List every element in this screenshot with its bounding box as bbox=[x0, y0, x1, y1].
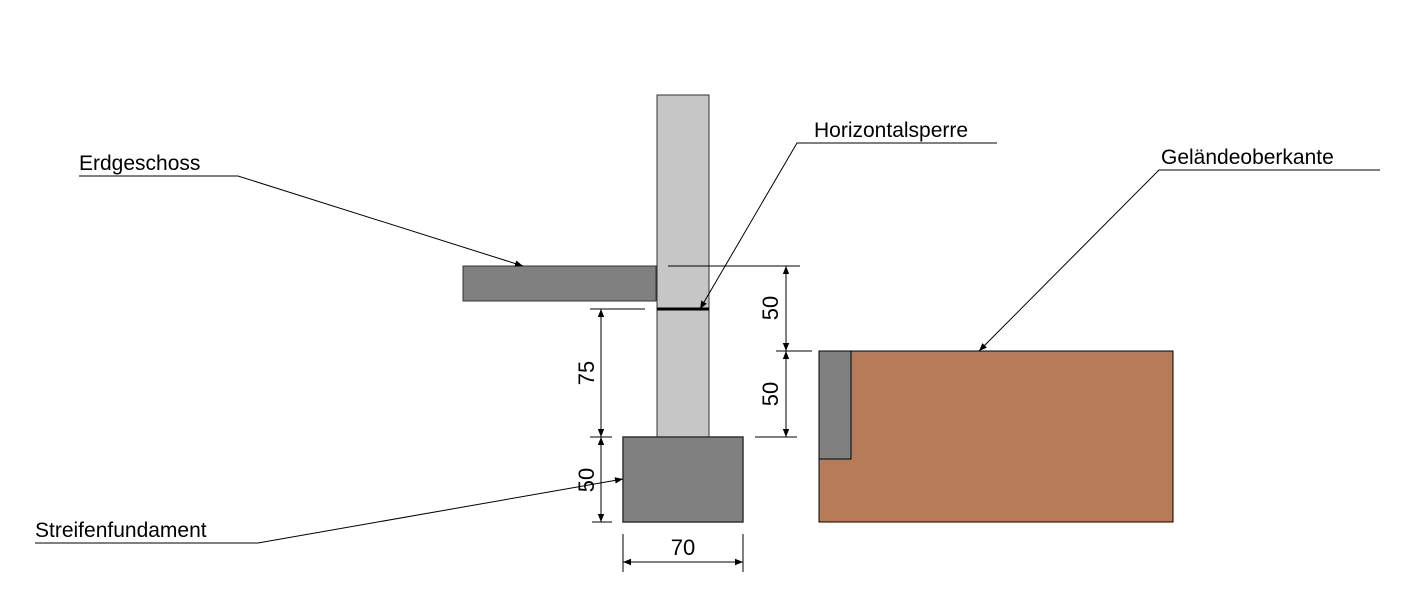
dim-left-lower: 50 bbox=[574, 468, 599, 492]
leader-streifenfundament bbox=[35, 477, 624, 544]
label-gelaendeoberkante: Geländeoberkante bbox=[1161, 146, 1334, 169]
label-horizontalsperre: Horizontalsperre bbox=[814, 119, 968, 142]
floor-slab bbox=[462, 265, 657, 302]
right-dimension bbox=[668, 265, 812, 438]
dim-upper-right: 50 bbox=[758, 296, 783, 320]
left-dimension bbox=[590, 308, 645, 523]
strip-footing bbox=[622, 436, 744, 523]
bottom-dimension bbox=[622, 534, 744, 572]
soil bbox=[818, 350, 1174, 523]
dim-lower-right: 50 bbox=[758, 382, 783, 406]
dim-footing-width: 70 bbox=[671, 535, 695, 560]
dim-left-upper: 75 bbox=[574, 361, 599, 385]
label-erdgeschoss: Erdgeschoss bbox=[79, 152, 200, 175]
leader-horizontalsperre bbox=[699, 142, 997, 310]
leader-gelaendeoberkante bbox=[978, 169, 1380, 352]
label-streifenfundament: Streifenfundament bbox=[35, 519, 207, 542]
soil-concrete-insert bbox=[818, 350, 852, 460]
leader-erdgeschoss bbox=[79, 175, 524, 267]
